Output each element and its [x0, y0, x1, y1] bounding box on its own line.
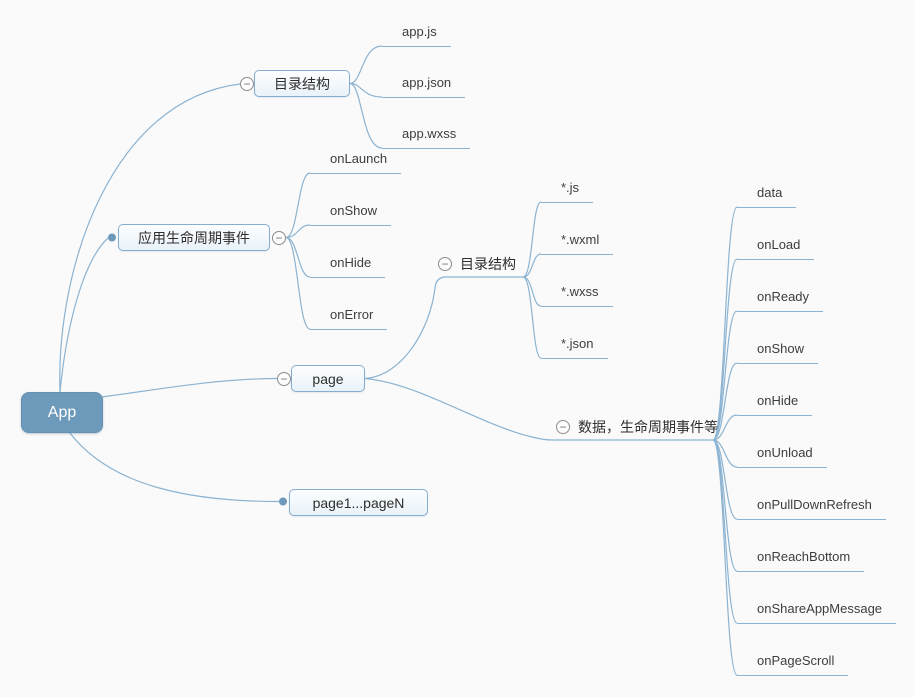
edge-dir2-to-star-wxml — [522, 253, 542, 278]
node-label: onShow — [330, 203, 377, 218]
node-label: onHide — [757, 393, 799, 408]
minus-glyph: − — [441, 257, 449, 271]
leaf-onhide-app[interactable]: onHide — [310, 255, 386, 278]
leaf-app-json[interactable]: app.json — [382, 75, 466, 98]
edge-data-to-onready — [712, 310, 738, 441]
edge-dir1-to-app-wxss — [349, 82, 383, 149]
node-label: *.wxss — [561, 284, 599, 299]
node-label: app.js — [402, 24, 437, 39]
node-label: page — [312, 370, 344, 387]
edge-page-to-data-lifecycle — [364, 377, 713, 441]
node-label: 目录结构 — [274, 75, 330, 92]
edge-data-to-onpulldownrefresh — [712, 439, 738, 520]
node-dir-structure-1[interactable]: 目录结构 — [254, 70, 350, 97]
edge-dir2-to-star-json — [522, 276, 542, 359]
leaf-onpagescroll[interactable]: onPageScroll — [737, 653, 849, 676]
collapse-icon-dir-structure-1[interactable]: − — [240, 76, 254, 91]
node-label: onPullDownRefresh — [757, 497, 872, 512]
minus-glyph: − — [559, 420, 567, 434]
node-label: onShareAppMessage — [757, 601, 883, 616]
edge-lifecycle-to-onhide — [285, 236, 311, 278]
leaf-app-js[interactable]: app.js — [382, 25, 451, 47]
node-label: onPageScroll — [757, 653, 835, 668]
leaf-onlaunch[interactable]: onLaunch — [310, 151, 402, 174]
leaf-onreachbottom[interactable]: onReachBottom — [737, 549, 865, 572]
node-label: app.wxss — [402, 126, 457, 141]
node-label: *.json — [561, 336, 594, 351]
edge-dir2-to-star-js — [522, 201, 542, 278]
node-label: app.json — [402, 75, 452, 90]
edge-data-to-onshareappmessage — [712, 439, 738, 624]
edge-data-to-onshow — [712, 362, 738, 441]
leaf-onshow-page[interactable]: onShow — [737, 342, 818, 364]
node-dir-structure-2[interactable]: − 目录结构 — [438, 256, 516, 272]
minus-glyph: − — [243, 76, 251, 91]
node-label: onLaunch — [330, 151, 388, 166]
leaf-onshow-app[interactable]: onShow — [310, 204, 391, 226]
leaf-onerror[interactable]: onError — [310, 307, 388, 330]
edge-app-to-pagen — [69, 432, 280, 503]
node-label: onShow — [757, 341, 804, 356]
node-root-app[interactable]: App — [21, 392, 103, 433]
edge-app-to-lifecycle — [59, 237, 109, 393]
leaf-onshareappmessage[interactable]: onShareAppMessage — [737, 601, 897, 624]
edge-data-to-onpagescroll — [712, 439, 738, 676]
node-label: onUnload — [757, 445, 813, 460]
leaf-star-json[interactable]: *.json — [541, 337, 608, 359]
node-page1-pagen[interactable]: page1...pageN — [289, 489, 428, 516]
node-label: page1...pageN — [312, 494, 405, 511]
connection-dot-pagen — [279, 497, 287, 506]
edge-dir1-to-app-js — [349, 45, 383, 85]
node-label: 目录结构 — [460, 256, 516, 272]
edge-dir1-to-app-json — [349, 82, 383, 98]
node-data-lifecycle[interactable]: − 数据，生命周期事件等 — [556, 419, 718, 435]
node-label: onError — [330, 307, 374, 322]
edge-app-to-page — [100, 377, 278, 398]
edge-app-to-dir-structure-1 — [59, 83, 241, 393]
leaf-onpulldownrefresh[interactable]: onPullDownRefresh — [737, 498, 886, 520]
collapse-icon-app-lifecycle-events[interactable]: − — [272, 230, 286, 245]
node-label: 应用生命周期事件 — [138, 229, 250, 246]
node-label: *.js — [561, 180, 580, 195]
edge-data-to-onload — [712, 258, 738, 441]
leaf-app-wxss[interactable]: app.wxss — [382, 126, 471, 149]
leaf-star-wxss[interactable]: *.wxss — [541, 285, 613, 307]
edge-lifecycle-to-onshow — [285, 224, 311, 239]
node-label: App — [47, 403, 77, 421]
leaf-onunload[interactable]: onUnload — [737, 446, 827, 468]
node-page[interactable]: page — [291, 365, 365, 392]
leaf-onready[interactable]: onReady — [737, 289, 824, 312]
node-label: onReady — [757, 289, 810, 304]
collapse-icon-page[interactable]: − — [277, 371, 291, 386]
edge-data-to-onhide — [712, 414, 738, 441]
leaf-onhide-page[interactable]: onHide — [737, 393, 813, 416]
collapse-icon-dir-structure-2[interactable]: − — [438, 257, 452, 271]
leaf-onload[interactable]: onLoad — [737, 237, 815, 260]
leaf-data[interactable]: data — [737, 185, 797, 208]
edge-page-to-dir-structure-2 — [364, 276, 523, 380]
minus-glyph: − — [280, 371, 288, 386]
minus-glyph: − — [275, 230, 283, 245]
node-label: onHide — [330, 255, 372, 270]
node-label: onLoad — [757, 237, 801, 252]
edge-dir2-to-star-wxss — [522, 276, 542, 307]
edge-lifecycle-to-onlaunch — [285, 172, 311, 239]
node-label: 数据，生命周期事件等 — [578, 419, 718, 435]
node-app-lifecycle-events[interactable]: 应用生命周期事件 — [118, 224, 270, 251]
leaf-star-wxml[interactable]: *.wxml — [541, 232, 614, 255]
node-label: onReachBottom — [757, 549, 851, 564]
node-label: *.wxml — [561, 232, 600, 247]
connection-dot-lifecycle — [108, 233, 116, 242]
edge-lifecycle-to-onerror — [285, 236, 311, 330]
node-label: data — [757, 185, 783, 200]
leaf-star-js[interactable]: *.js — [541, 180, 594, 203]
collapse-icon-data-lifecycle[interactable]: − — [556, 420, 570, 434]
